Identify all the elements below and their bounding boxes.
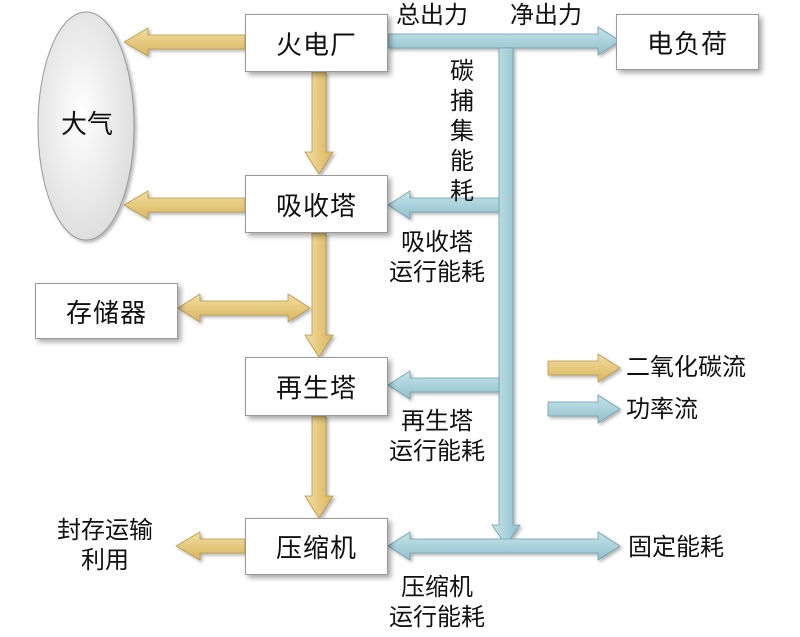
sequestration-line: 封存运输 (57, 516, 153, 544)
legend-power-label: 功率流 (626, 395, 698, 423)
atmosphere-label: 大气 (61, 110, 114, 140)
compressor-box: 压缩机 (245, 518, 388, 575)
fixed-consumption-label: 固定能耗 (628, 533, 724, 561)
compressor-label: 压缩机 (275, 534, 357, 564)
power-plant-label: 火电厂 (275, 30, 357, 61)
co2-arrow-absorber-to-regenerator (304, 232, 334, 358)
power-arrow-to-regenerator (387, 370, 500, 400)
storage-label: 存储器 (65, 298, 147, 329)
storage-box: 存储器 (35, 283, 178, 339)
capture-consumption-char: 碳 (450, 57, 474, 85)
atmosphere-ellipse (37, 11, 135, 241)
capture-consumption-char: 捕 (450, 87, 474, 115)
comp-op-line1: 压缩机 (401, 573, 473, 601)
compressor-operation-label: 压缩机 运行能耗 (382, 572, 492, 632)
absorber-label: 吸收塔 (275, 191, 357, 222)
co2-arrow-plant-to-atmosphere (123, 27, 246, 57)
co2-arrow-plant-to-absorber (304, 71, 334, 175)
capture-consumption-label: 碳捕集能耗 (447, 56, 477, 206)
capture-consumption-char: 耗 (450, 177, 474, 205)
regenerator-operation-label: 再生塔 运行能耗 (382, 406, 492, 466)
net-output-label: 净出力 (510, 1, 582, 29)
power-plant-box: 火电厂 (245, 14, 388, 72)
sequestration-utilization-label: 封存运输 利用 (40, 515, 170, 575)
co2-arrow-storage-bidirectional (177, 293, 311, 323)
power-arrow-to-absorber (387, 190, 500, 220)
power-trunk-vertical (491, 47, 521, 546)
capture-consumption-char: 能 (450, 147, 474, 175)
regenerator-box: 再生塔 (245, 357, 388, 416)
capture-consumption-char: 集 (450, 117, 474, 145)
legend-power-swatch-arrow (547, 394, 621, 424)
co2-arrow-regenerator-to-compressor (304, 415, 334, 519)
gross-output-label: 总出力 (396, 1, 468, 29)
absorber-op-line2: 运行能耗 (389, 258, 485, 286)
power-arrow-compressor-and-fixed (387, 531, 621, 561)
regen-op-line1: 再生塔 (401, 407, 473, 435)
legend-co2-swatch-arrow (547, 353, 621, 383)
absorber-operation-label: 吸收塔 运行能耗 (382, 227, 492, 287)
regenerator-label: 再生塔 (275, 374, 357, 404)
legend-co2-label: 二氧化碳流 (626, 353, 746, 381)
utilization-line: 利用 (81, 546, 129, 574)
co2-arrow-compressor-to-storage (175, 531, 246, 561)
absorber-box: 吸收塔 (245, 175, 388, 233)
regen-op-line2: 运行能耗 (389, 437, 485, 465)
power-arrow-plant-to-load (387, 26, 621, 56)
comp-op-line2: 运行能耗 (389, 603, 485, 631)
co2-arrow-absorber-to-atmosphere (123, 190, 246, 220)
electric-load-box: 电负荷 (616, 14, 759, 70)
electric-load-label: 电负荷 (646, 29, 728, 60)
absorber-op-line1: 吸收塔 (401, 228, 473, 256)
